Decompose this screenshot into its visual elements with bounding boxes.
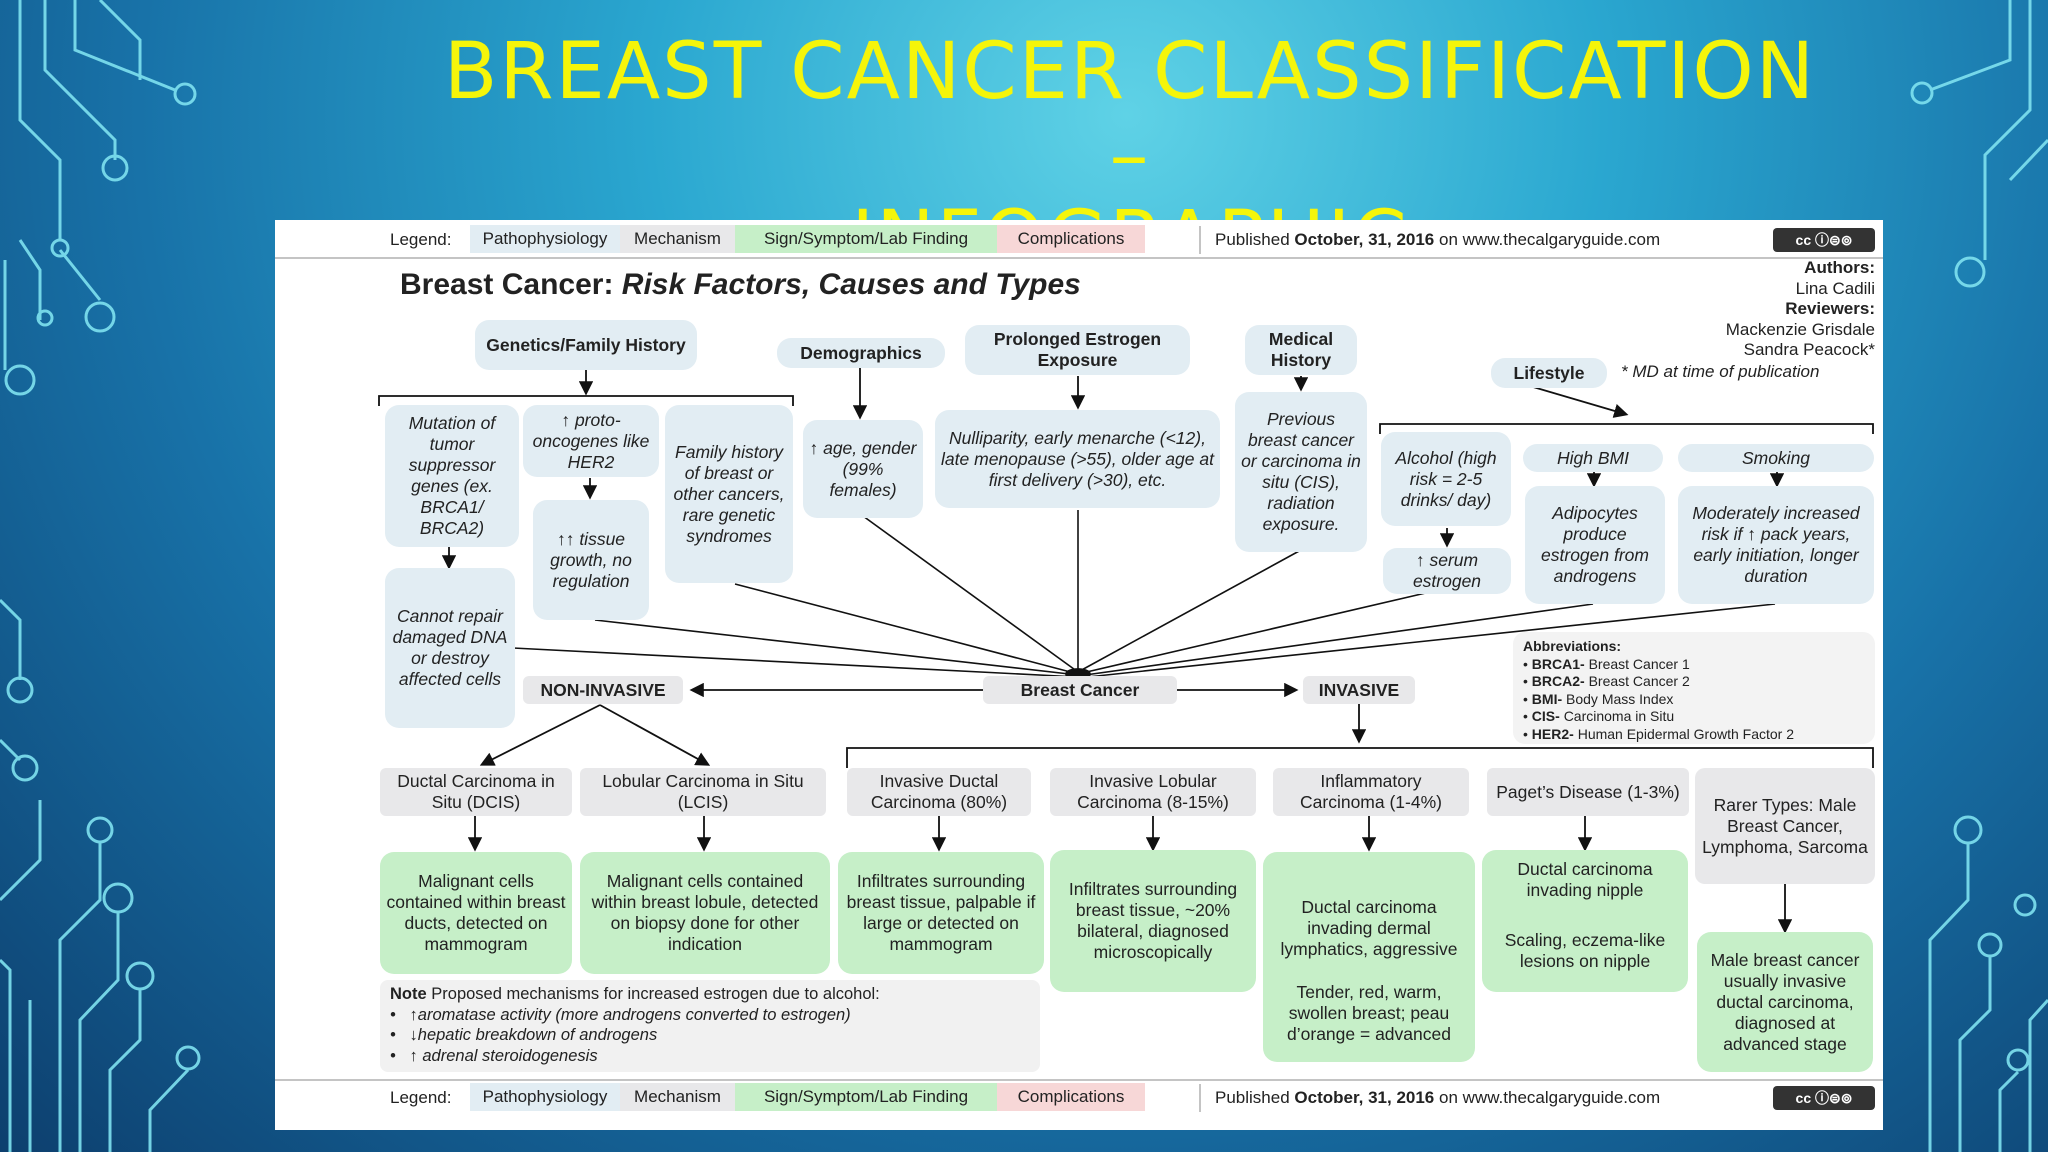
legend-pathophysiology: Pathophysiology [470, 225, 620, 253]
legend-label-bottom: Legend: [390, 1088, 452, 1107]
type-pagets: Paget’s Disease (1-3%) [1487, 768, 1689, 816]
abbreviation-item: • BRCA2- Breast Cancer 2 [1523, 673, 1690, 689]
node-invasive: INVASIVE [1303, 676, 1415, 704]
category-genetics: Genetics/Family History [475, 320, 697, 370]
legend-complications: Complications [997, 225, 1145, 253]
published-line-bottom: Published October, 31, 2016 on www.theca… [1215, 1088, 1661, 1107]
finding-inflammatory-mechanism: Ductal carcinoma invading dermal lymphat… [1263, 852, 1475, 964]
legend-complications-bottom: Complications [997, 1083, 1145, 1111]
infographic-heading: Breast Cancer: Risk Factors, Causes and … [400, 268, 1081, 301]
credits-note: * MD at time of publication [1621, 362, 1820, 381]
factor-tissue-growth: ↑↑ tissue growth, no regulation [533, 500, 649, 620]
factor-high-bmi: High BMI [1523, 444, 1663, 472]
factor-smoking: Smoking [1678, 444, 1874, 472]
category-medical-history: Medical History [1245, 325, 1357, 375]
finding-lcis: Malignant cells contained within breast … [580, 852, 830, 974]
note-label: Note [390, 985, 427, 1003]
note-text: Proposed mechanisms for increased estrog… [431, 985, 880, 1003]
abbreviation-item: • HER2- Human Epidermal Growth Factor 2 [1523, 725, 1795, 742]
abbreviation-item: • BRCA1- Breast Cancer 1 [1523, 655, 1690, 672]
finding-ilc: Infiltrates surrounding breast tissue, ~… [1050, 850, 1256, 992]
legend-mechanism: Mechanism [620, 225, 735, 253]
factor-adipocytes: Adipocytes produce estrogen from androge… [1525, 486, 1665, 604]
finding-dcis: Malignant cells contained within breast … [380, 852, 572, 974]
type-ilc: Invasive Lobular Carcinoma (8-15%) [1050, 768, 1256, 816]
factor-serum-estrogen: ↑ serum estrogen [1383, 548, 1511, 594]
note-item: • ↑aromatase activity (more androgens co… [390, 1005, 851, 1024]
published-line: Published October, 31, 2016 on www.theca… [1215, 230, 1661, 249]
type-dcis: Ductal Carcinoma in Situ (DCIS) [380, 768, 572, 816]
category-demographics: Demographics [777, 338, 945, 368]
note-panel: Note Proposed mechanisms for increased e… [380, 980, 1040, 1072]
finding-pagets-mechanism: Ductal carcinoma invading nipple [1482, 850, 1688, 910]
connector-lines [275, 226, 1883, 1112]
abbreviations-panel: Abbreviations: • BRCA1- Breast Cancer 1 … [1513, 632, 1875, 744]
factor-age-gender: ↑ age, gender (99% females) [803, 420, 923, 518]
node-breast-cancer: Breast Cancer [983, 676, 1177, 704]
type-rarer: Rarer Types: Male Breast Cancer, Lymphom… [1695, 768, 1875, 884]
factor-alcohol: Alcohol (high risk = 2-5 drinks/ day) [1381, 432, 1511, 526]
note-item: • ↓hepatic breakdown of androgens [390, 1026, 658, 1044]
finding-inflammatory-signs: Tender, red, warm, swollen breast; peau … [1263, 964, 1475, 1062]
factor-moderately-increased: Moderately increased risk if ↑ pack year… [1678, 486, 1874, 604]
finding-idc: Infiltrates surrounding breast tissue, p… [838, 852, 1044, 974]
finding-pagets-signs: Scaling, eczema-like lesions on nipple [1482, 910, 1688, 992]
category-lifestyle: Lifestyle [1491, 358, 1607, 388]
finding-male-breast-cancer: Male breast cancer usually invasive duct… [1697, 932, 1873, 1072]
factor-cannot-repair: Cannot repair damaged DNA or destroy aff… [385, 568, 515, 728]
category-estrogen: Prolonged Estrogen Exposure [965, 325, 1190, 375]
type-lcis: Lobular Carcinoma in Situ (LCIS) [580, 768, 826, 816]
factor-proto-oncogenes: ↑ proto-oncogenes like HER2 [523, 405, 659, 477]
legend-sign-symptom-bottom: Sign/Symptom/Lab Finding [735, 1083, 997, 1111]
abbreviation-item: • BMI- Body Mass Index [1523, 690, 1674, 707]
abbreviation-item: • CIS- Carcinoma in Situ [1523, 708, 1675, 724]
factor-family-history: Family history of breast or other cancer… [665, 405, 793, 583]
slide-title-line1: BREAST CANCER CLASSIFICATION – [443, 27, 1817, 201]
node-non-invasive: NON-INVASIVE [523, 676, 683, 704]
factor-mutation: Mutation of tumor suppressor genes (ex. … [385, 405, 519, 547]
legend-sign-symptom: Sign/Symptom/Lab Finding [735, 225, 997, 253]
legend-mechanism-bottom: Mechanism [620, 1083, 735, 1111]
note-item: • ↑ adrenal steroidogenesis [390, 1046, 598, 1065]
factor-nulliparity: Nulliparity, early menarche (<12), late … [935, 410, 1220, 508]
legend-label: Legend: [390, 230, 452, 249]
credits: Authors: Lina Cadili Reviewers: Mackenzi… [1725, 258, 1875, 360]
abbreviations-title: Abbreviations: [1523, 638, 1622, 654]
legend-pathophysiology-bottom: Pathophysiology [470, 1083, 620, 1111]
factor-previous-cancer: Previous breast cancer or carcinoma in s… [1235, 392, 1367, 552]
infographic: Legend: Pathophysiology Mechanism Sign/S… [275, 220, 1883, 1130]
cc-license-icon: cc ⓘ⊜⊚ [1773, 228, 1875, 252]
type-inflammatory: Inflammatory Carcinoma (1-4%) [1273, 768, 1469, 816]
type-idc: Invasive Ductal Carcinoma (80%) [847, 768, 1031, 816]
cc-license-icon-bottom: cc ⓘ⊜⊚ [1773, 1086, 1875, 1110]
